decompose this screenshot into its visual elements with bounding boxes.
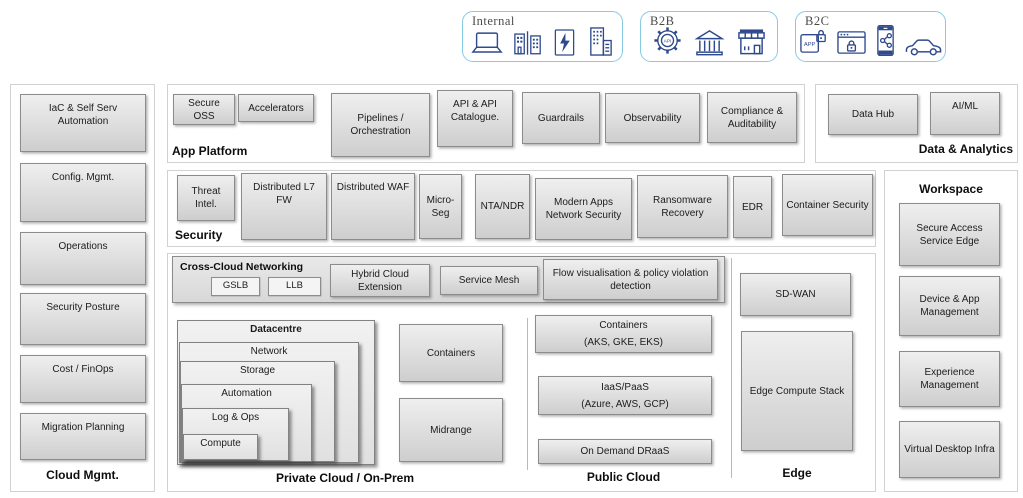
box-distributed-l7-fw: Distributed L7 FW (241, 173, 327, 240)
svg-text:API: API (663, 38, 671, 44)
app-lock-icon: APP (799, 26, 828, 57)
box-distributed-waf: Distributed WAF (331, 173, 415, 240)
box-migration-planning: Migration Planning (20, 413, 146, 460)
app-platform-title: App Platform (172, 144, 248, 158)
box-midrange: Midrange (399, 398, 503, 462)
box-service-mesh: Service Mesh (440, 266, 538, 295)
box-on-demand-draas: On Demand DRaaS (538, 439, 712, 464)
box-llb: LLB (268, 277, 321, 296)
car-icon (904, 33, 943, 57)
box-secure-oss: Secure OSS (173, 94, 235, 125)
private-public-divider (527, 318, 528, 470)
datacentre-title: Datacentre (250, 324, 302, 335)
data-analytics-title: Data & Analytics (918, 142, 1013, 156)
box-nta-ndr: NTA/NDR (475, 174, 530, 239)
public-edge-divider (731, 258, 732, 478)
cloud-mgmt-title: Cloud Mgmt. (46, 468, 119, 482)
box-micro-seg: Micro-Seg (419, 174, 462, 239)
bank-icon (693, 28, 726, 57)
power-document-icon (552, 28, 577, 57)
internal-group-label: Internal (472, 14, 515, 28)
secure-browser-icon (836, 28, 867, 57)
box-data-hub: Data Hub (828, 94, 918, 135)
box-hybrid-cloud-extension: Hybrid Cloud Extension (330, 264, 430, 297)
cross-cloud-networking-title: Cross-Cloud Networking (180, 261, 304, 273)
box-iac-self-serv-automation: IaC & Self Serv Automation (20, 94, 146, 152)
mobile-share-icon (875, 24, 896, 57)
private-cloud-title: Private Cloud / On-Prem (275, 471, 415, 485)
office-buildings-icon (513, 28, 543, 57)
box-ai-ml: AI/ML (930, 92, 1000, 135)
box-operations: Operations (20, 232, 146, 285)
box-device-app-management: Device & App Management (899, 276, 1000, 336)
box-ransomware-recovery: Ransomware Recovery (637, 175, 728, 238)
box-iaas-paas-line2: (Azure, AWS, GCP) (581, 398, 669, 410)
box-public-containers: Containers (AKS, GKE, EKS) (535, 315, 712, 353)
box-observability: Observability (605, 93, 700, 143)
box-guardrails: Guardrails (522, 92, 600, 144)
svg-text:APP: APP (803, 42, 815, 48)
box-edge-compute-stack: Edge Compute Stack (741, 331, 853, 451)
box-security-posture: Security Posture (20, 293, 146, 345)
box-flow-visualisation: Flow visualisation & policy violation de… (543, 259, 718, 300)
box-virtual-desktop-infra: Virtual Desktop Infra (899, 421, 1000, 478)
security-title: Security (175, 228, 223, 242)
edge-title: Edge (782, 466, 812, 480)
box-gslb: GSLB (211, 277, 260, 296)
store-icon (735, 28, 768, 57)
box-cost-finops: Cost / FinOps (20, 355, 146, 403)
box-public-containers-line2: (AKS, GKE, EKS) (584, 337, 663, 348)
box-container-security: Container Security (782, 174, 873, 236)
box-public-containers-line1: Containers (599, 320, 648, 331)
box-pipelines-orchestration: Pipelines / Orchestration (331, 93, 430, 157)
b2b-channel-group: B2B API (640, 11, 778, 62)
box-sd-wan: SD-WAN (740, 273, 851, 316)
box-modern-apps-network-security: Modern Apps Network Security (535, 178, 632, 240)
internal-channel-group: Internal (462, 11, 623, 62)
laptop-icon (470, 30, 504, 57)
box-config-mgmt: Config. Mgmt. (20, 163, 146, 222)
b2c-group-label: B2C (805, 14, 830, 28)
enterprise-building-icon (586, 26, 615, 57)
workspace-title: Workspace (919, 182, 983, 196)
box-iaas-paas: IaaS/PaaS (Azure, AWS, GCP) (538, 376, 712, 415)
box-threat-intel: Threat Intel. (177, 175, 235, 221)
public-cloud-title: Public Cloud (586, 470, 661, 484)
box-edr: EDR (733, 176, 772, 238)
box-onprem-containers: Containers (399, 324, 503, 382)
box-api-catalogue: API & API Catalogue. (437, 90, 513, 147)
box-secure-access-service-edge: Secure Access Service Edge (899, 203, 1000, 266)
box-accelerators: Accelerators (238, 94, 314, 122)
box-compliance-auditability: Compliance & Auditability (707, 92, 797, 143)
api-gear-icon: API (651, 24, 684, 57)
layer-compute: Compute (183, 434, 258, 460)
b2c-channel-group: B2C APP (795, 11, 946, 62)
b2b-group-label: B2B (650, 14, 675, 28)
box-iaas-paas-line1: IaaS/PaaS (601, 381, 649, 393)
box-experience-management: Experience Management (899, 351, 1000, 407)
